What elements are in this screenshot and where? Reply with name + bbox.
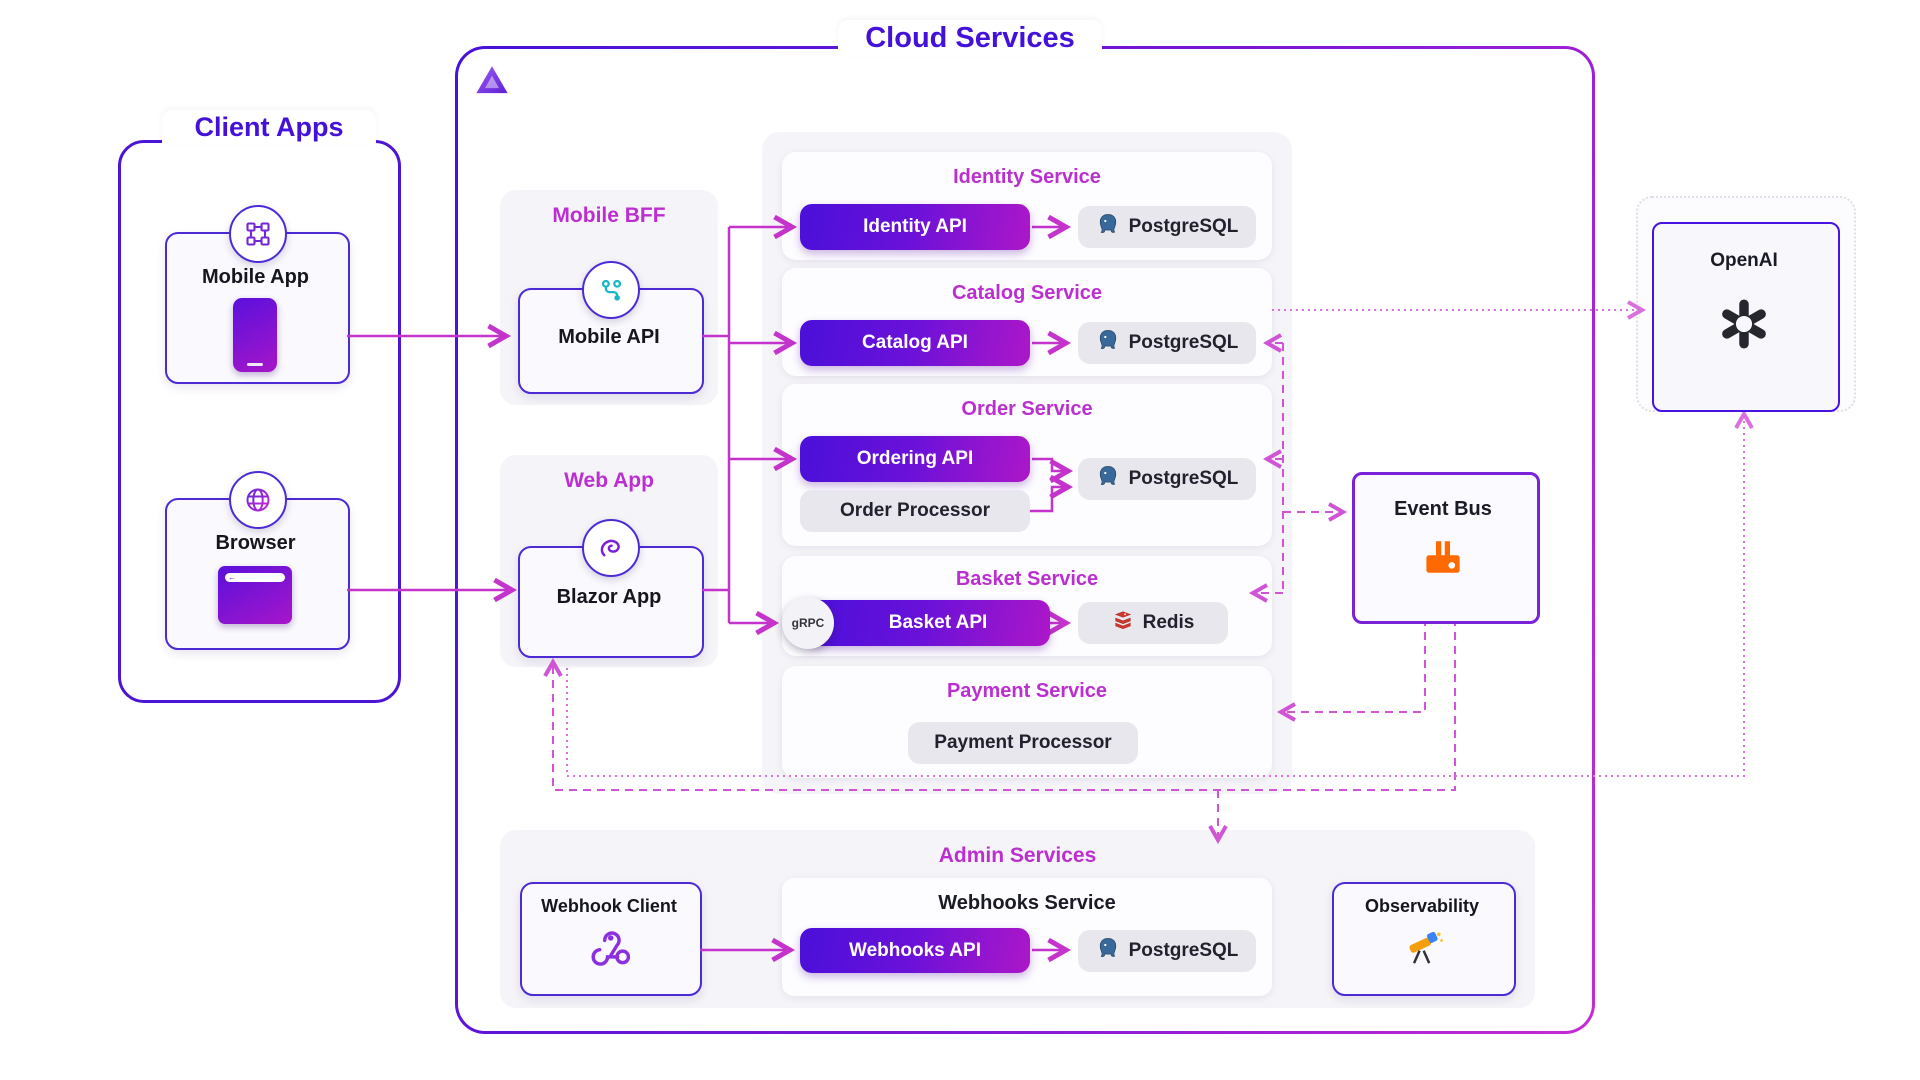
blazor-app-label: Blazor App: [556, 586, 662, 608]
rabbitmq-icon: [1422, 536, 1464, 583]
postgresql-icon: [1096, 212, 1120, 242]
basket-store-label: Redis: [1142, 612, 1195, 633]
order-store-pill: PostgreSQL: [1078, 458, 1256, 500]
order-service-title: Order Service: [961, 398, 1093, 420]
openai-icon: [1716, 296, 1772, 357]
yarp-icon: [582, 261, 640, 319]
globe-icon: [229, 471, 287, 529]
payment-service-title: Payment Service: [946, 680, 1108, 702]
cloud-services-title: Cloud Services: [838, 20, 1102, 57]
ordering-api-pill: Ordering API: [800, 436, 1030, 482]
mobile-api-label: Mobile API: [558, 326, 660, 348]
mobile-app-label: Mobile App: [201, 266, 310, 288]
aspire-triangle-icon: [472, 60, 512, 105]
mobile-bff-title: Mobile BFF: [552, 204, 666, 227]
web-app-title: Web App: [564, 469, 654, 492]
identity-api-pill: Identity API: [800, 204, 1030, 250]
basket-service-title: Basket Service: [955, 568, 1099, 590]
basket-store-pill: Redis: [1078, 602, 1228, 644]
webhooks-store-pill: PostgreSQL: [1078, 930, 1256, 972]
order-store-label: PostgreSQL: [1128, 468, 1239, 489]
catalog-store-pill: PostgreSQL: [1078, 322, 1256, 364]
redis-icon: [1112, 609, 1134, 637]
postgresql-icon: [1096, 464, 1120, 494]
identity-store-label: PostgreSQL: [1128, 216, 1239, 237]
openai-label: OpenAI: [1710, 250, 1778, 271]
client-apps-title: Client Apps: [162, 110, 376, 145]
postgresql-icon: [1096, 936, 1120, 966]
identity-store-pill: PostgreSQL: [1078, 206, 1256, 248]
webhooks-store-label: PostgreSQL: [1128, 940, 1239, 961]
browser-window-icon: ←: [218, 566, 292, 624]
browser-label: Browser: [215, 532, 296, 554]
order-processor-pill: Order Processor: [800, 490, 1030, 532]
webhooks-service-title: Webhooks Service: [938, 892, 1116, 914]
identity-service-title: Identity Service: [953, 166, 1101, 188]
payment-processor-pill: Payment Processor: [908, 722, 1138, 764]
observability-label: Observability: [1364, 896, 1480, 916]
blazor-icon: [582, 519, 640, 577]
event-bus-label: Event Bus: [1394, 498, 1492, 520]
phone-icon: [233, 298, 277, 372]
catalog-service-title: Catalog Service: [951, 282, 1103, 304]
grpc-badge: gRPC: [782, 597, 834, 649]
postgresql-icon: [1096, 328, 1120, 358]
admin-services-title: Admin Services: [938, 844, 1097, 867]
webhook-client-label: Webhook Client: [541, 896, 677, 916]
webhooks-api-pill: Webhooks API: [800, 928, 1030, 973]
catalog-store-label: PostgreSQL: [1128, 332, 1239, 353]
catalog-api-pill: Catalog API: [800, 320, 1030, 366]
maui-icon: [229, 205, 287, 263]
telescope-icon: [1401, 926, 1445, 975]
basket-api-pill: Basket API: [806, 600, 1050, 646]
webhook-icon: [586, 926, 632, 977]
